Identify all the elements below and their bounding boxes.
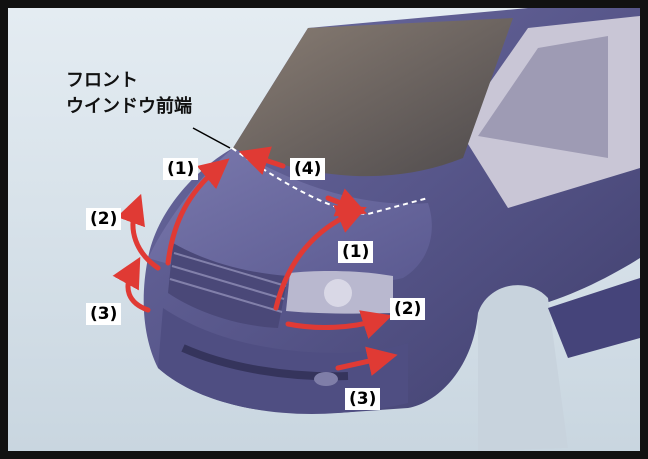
arrow-2b bbox=[285, 310, 393, 339]
annotation-line-2: ウインドウ前端 bbox=[66, 96, 192, 117]
label-2a: (2) bbox=[86, 208, 122, 230]
arrow-3a bbox=[112, 256, 151, 313]
arrows bbox=[112, 146, 398, 376]
label-3a: (3) bbox=[86, 303, 122, 325]
pointer-line bbox=[192, 127, 231, 149]
label-2b: (2) bbox=[390, 298, 426, 320]
window-edge-annotation: フロント ウインドウ前端 bbox=[66, 68, 192, 120]
arrow-1a bbox=[165, 158, 230, 266]
arrow-3b bbox=[335, 346, 398, 376]
arrow-4-left bbox=[238, 146, 286, 175]
arrow-2a bbox=[116, 193, 161, 271]
label-4: (4) bbox=[290, 158, 326, 180]
label-1a: (1) bbox=[163, 158, 199, 180]
label-3b: (3) bbox=[345, 388, 381, 410]
annotation-line-1: フロント bbox=[66, 70, 138, 91]
label-1b: (1) bbox=[338, 241, 374, 263]
arrow-1b bbox=[273, 205, 367, 311]
